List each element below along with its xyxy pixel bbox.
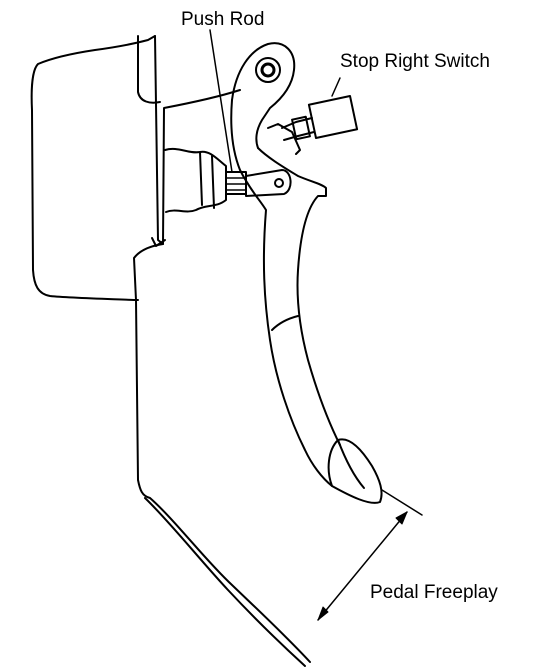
pedal-freeplay-label: Pedal Freeplay xyxy=(370,582,498,603)
mounting-bracket xyxy=(155,36,240,244)
push-rod-label: Push Rod xyxy=(181,9,265,30)
clevis-pin xyxy=(275,179,283,187)
stop-switch-leader xyxy=(332,78,340,96)
switch-bracket xyxy=(268,124,300,154)
pivot-bolt-inner xyxy=(262,64,274,76)
pushrod-nut-threads xyxy=(226,178,246,190)
pedal-pad-edge xyxy=(338,440,364,488)
pedal-arm xyxy=(231,100,340,486)
freeplay-arrow-top xyxy=(396,512,407,524)
freeplay-arrow-bottom xyxy=(318,607,328,620)
pedal-pad xyxy=(329,439,382,503)
push-rod-leader xyxy=(210,30,232,172)
stop-switch-nut xyxy=(292,117,310,139)
stop-switch-label: Stop Right Switch xyxy=(340,51,490,72)
freeplay-ext-line xyxy=(382,490,422,515)
pivot-bolt-outer xyxy=(256,58,280,82)
freeplay-dim-line xyxy=(318,512,407,620)
pushrod-clevis xyxy=(246,170,291,196)
stop-switch-body xyxy=(309,96,357,138)
floor-line xyxy=(145,498,305,666)
boot-rib xyxy=(200,152,214,208)
body-contour xyxy=(134,244,310,662)
firewall-housing xyxy=(32,36,155,300)
pedal-arm-rib xyxy=(272,316,298,330)
pivot-housing xyxy=(232,43,294,148)
pushrod-boot xyxy=(165,149,226,212)
